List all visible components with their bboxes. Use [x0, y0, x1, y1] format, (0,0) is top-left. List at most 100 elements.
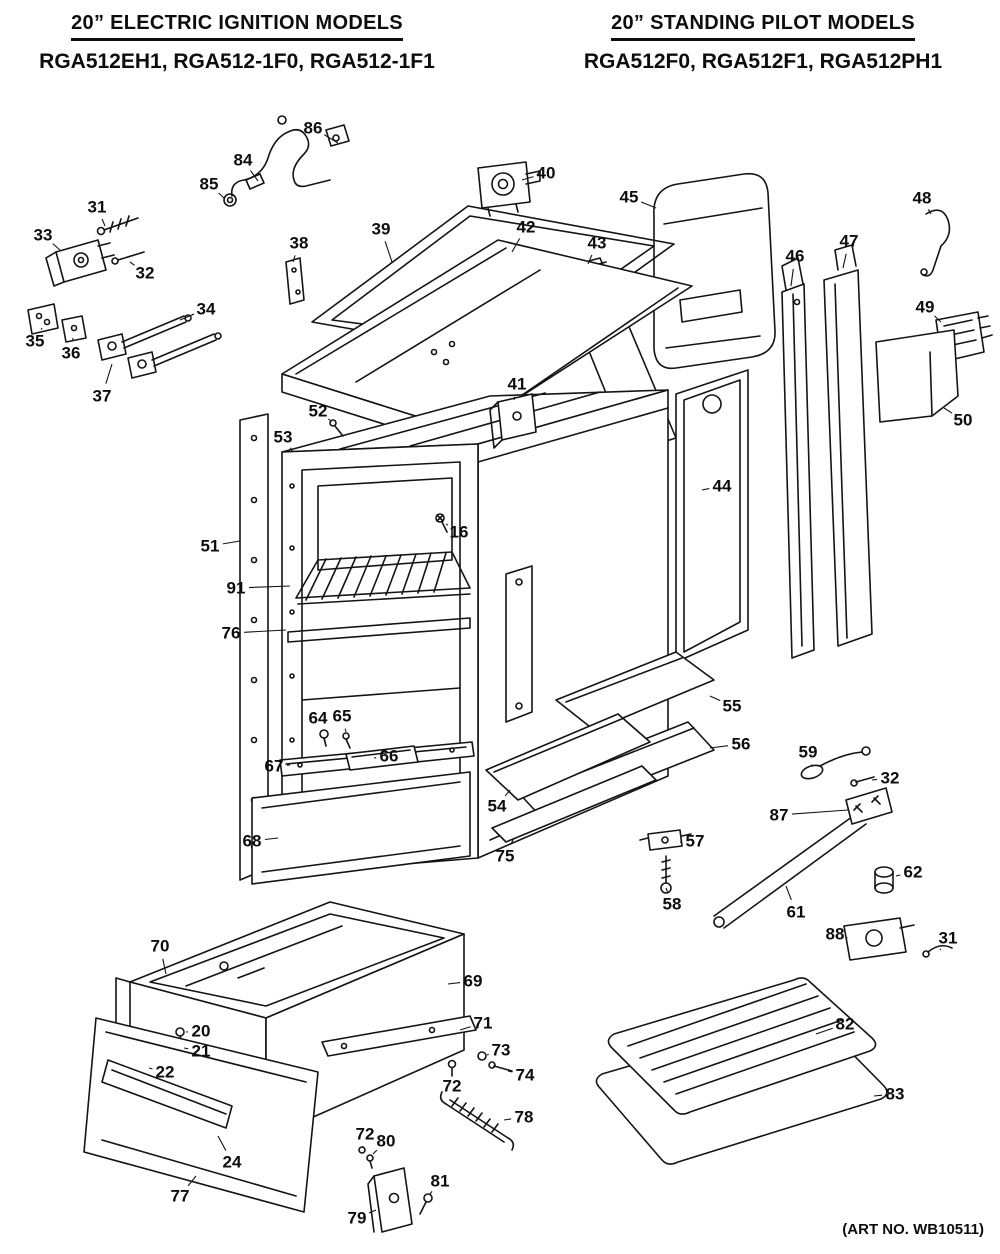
oven-rack — [295, 551, 471, 605]
leader-line — [709, 745, 729, 749]
inner-side-panel — [675, 369, 749, 663]
part-label: 16 — [450, 523, 469, 542]
corner-bracket — [373, 1167, 413, 1233]
part-label: 49 — [916, 298, 935, 317]
part-label: 72 — [443, 1077, 462, 1096]
screw — [329, 419, 337, 427]
leader-line — [459, 1026, 471, 1031]
leader-line — [511, 238, 521, 253]
spring-rod — [445, 1099, 509, 1143]
leader-line — [785, 885, 792, 901]
hook-part — [922, 209, 951, 277]
hinge-bracket — [285, 257, 305, 305]
part-label: 34 — [197, 300, 216, 319]
part-label: 47 — [840, 232, 859, 251]
screw — [447, 1059, 457, 1069]
screw — [435, 513, 445, 523]
part-label: 31 — [88, 198, 107, 217]
leader-line — [927, 209, 932, 215]
part-label: 62 — [904, 863, 923, 882]
lower-panel — [485, 713, 651, 801]
right-model-header: 20” STANDING PILOT MODELS RGA512F0, RGA5… — [548, 12, 978, 74]
part-label: 68 — [243, 832, 262, 851]
part-label: 53 — [274, 428, 293, 447]
part-label: 81 — [431, 1172, 450, 1191]
part-label: 32 — [881, 769, 900, 788]
thermostat — [477, 161, 531, 209]
right-models: RGA512F0, RGA512F1, RGA512PH1 — [583, 50, 943, 73]
part-label: 37 — [93, 387, 112, 406]
part-label: 55 — [723, 697, 742, 716]
screw — [117, 251, 145, 261]
leader-line — [871, 778, 878, 781]
part-label: 48 — [913, 189, 932, 208]
part-label: 50 — [954, 411, 973, 430]
leader-line — [105, 363, 113, 384]
part-label: 84 — [234, 151, 253, 170]
part-label: 64 — [309, 709, 328, 728]
bottom-panel — [607, 977, 877, 1115]
leader-line — [445, 523, 449, 526]
leader-line — [162, 958, 167, 975]
part-label: 51 — [201, 537, 220, 556]
part-label: 70 — [151, 937, 170, 956]
leader-line — [217, 1135, 227, 1151]
leader-line — [791, 809, 849, 815]
part-label: 91 — [227, 579, 246, 598]
part-label: 45 — [620, 188, 639, 207]
part-label: 43 — [588, 234, 607, 253]
screw — [493, 1065, 513, 1072]
screw — [855, 776, 875, 783]
art-number: (ART NO. WB10511) — [842, 1221, 984, 1238]
part-label: 22 — [156, 1063, 175, 1082]
drawer-handle — [101, 1059, 233, 1129]
leader-line — [323, 134, 339, 144]
part-label: 41 — [508, 375, 527, 394]
part-label: 65 — [333, 707, 352, 726]
kick-panel — [251, 771, 471, 885]
leader-line — [250, 170, 259, 182]
part-label: 20 — [192, 1022, 211, 1041]
part-label: 21 — [192, 1042, 211, 1061]
small-tube — [927, 944, 953, 953]
leader-line — [709, 695, 721, 702]
leader-line — [943, 407, 953, 414]
leader-line — [521, 176, 534, 181]
leader-line — [895, 874, 901, 877]
part-label: 69 — [464, 972, 483, 991]
lower-trim — [491, 765, 657, 843]
left-models: RGA512EH1, RGA512-1F0, RGA512-1F1 — [39, 50, 435, 73]
leader-line — [429, 1190, 433, 1195]
part-label: 73 — [492, 1041, 511, 1060]
screw — [423, 1193, 433, 1203]
switch-33 — [55, 239, 107, 283]
part-label: 31 — [939, 929, 958, 948]
screw — [358, 1146, 366, 1154]
mount-bracket — [875, 329, 959, 423]
part-label: 52 — [309, 402, 328, 421]
leader-line — [701, 488, 710, 491]
leader-line — [939, 948, 942, 951]
part-label: 79 — [348, 1209, 367, 1228]
leader-line — [507, 1070, 513, 1073]
part-label: 59 — [799, 743, 818, 762]
leader-line — [52, 243, 61, 251]
igniter — [800, 764, 824, 780]
part-label: 86 — [304, 119, 323, 138]
washer — [477, 1051, 487, 1061]
leader-line — [327, 418, 332, 422]
leader-line — [640, 201, 657, 209]
screw — [103, 217, 139, 231]
part-label: 35 — [26, 332, 45, 351]
slide-rail — [321, 1015, 477, 1057]
leader-line — [248, 585, 291, 589]
part-label: 46 — [786, 247, 805, 266]
part-label: 56 — [732, 735, 751, 754]
part-label: 78 — [515, 1108, 534, 1127]
part-label: 74 — [516, 1066, 535, 1085]
valve — [97, 333, 127, 361]
plate-36 — [61, 315, 87, 343]
part-label: 44 — [713, 477, 732, 496]
leader-line — [384, 241, 393, 263]
leader-line — [842, 253, 847, 269]
